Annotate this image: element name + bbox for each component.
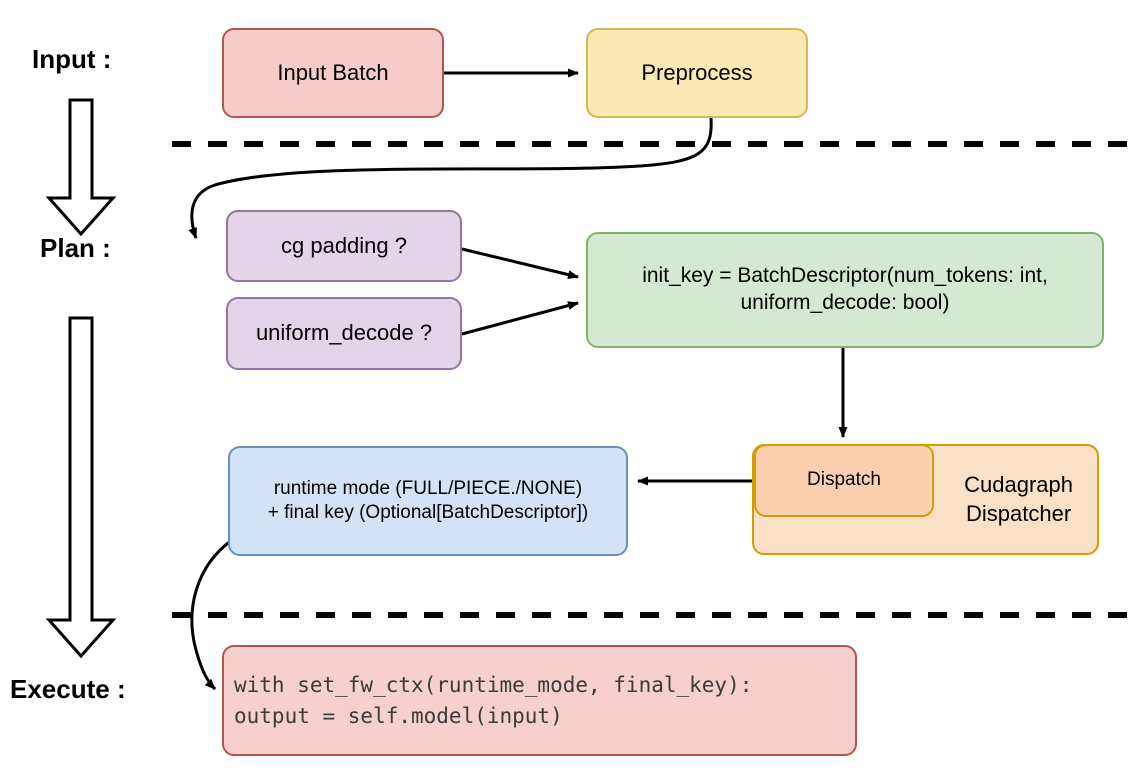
- node-cudagraph-dispatcher-label: Cudagraph Dispatcher: [964, 472, 1073, 526]
- node-input-batch-label: Input Batch: [277, 59, 389, 85]
- node-runtime-mode-label: runtime mode (FULL/PIECE./NONE) + final …: [267, 477, 589, 523]
- stage-label-plan: Plan :: [40, 233, 111, 263]
- node-init-key-label: init_key = BatchDescriptor(num_tokens: i…: [642, 264, 1048, 314]
- node-init-key[interactable]: init_key = BatchDescriptor(num_tokens: i…: [586, 232, 1104, 348]
- plan-to-execute-arrow: [45, 316, 117, 659]
- node-code-block-label: with set_fw_ctx(runtime_mode, final_key)…: [234, 673, 753, 728]
- node-input-batch[interactable]: Input Batch: [222, 28, 444, 118]
- node-runtime-mode[interactable]: runtime mode (FULL/PIECE./NONE) + final …: [228, 446, 628, 556]
- node-dispatch-label: Dispatch: [807, 469, 881, 491]
- node-cg-padding[interactable]: cg padding ?: [226, 210, 462, 282]
- stage-label-input: Input :: [32, 44, 112, 74]
- node-dispatch[interactable]: Dispatch: [754, 444, 934, 517]
- node-preprocess[interactable]: Preprocess: [586, 28, 808, 118]
- input-to-plan-arrow: [45, 98, 117, 237]
- edge-uniformdecode-to-initkey: [461, 301, 579, 336]
- node-uniform-decode-label: uniform_decode ?: [255, 320, 433, 346]
- node-preprocess-label: Preprocess: [641, 59, 753, 85]
- node-cg-padding-label: cg padding ?: [281, 232, 407, 258]
- stage-label-execute: Execute :: [10, 674, 126, 704]
- edge-cgpadding-to-initkey: [461, 247, 579, 280]
- node-code-block[interactable]: with set_fw_ctx(runtime_mode, final_key)…: [222, 645, 857, 756]
- node-uniform-decode[interactable]: uniform_decode ?: [226, 297, 462, 370]
